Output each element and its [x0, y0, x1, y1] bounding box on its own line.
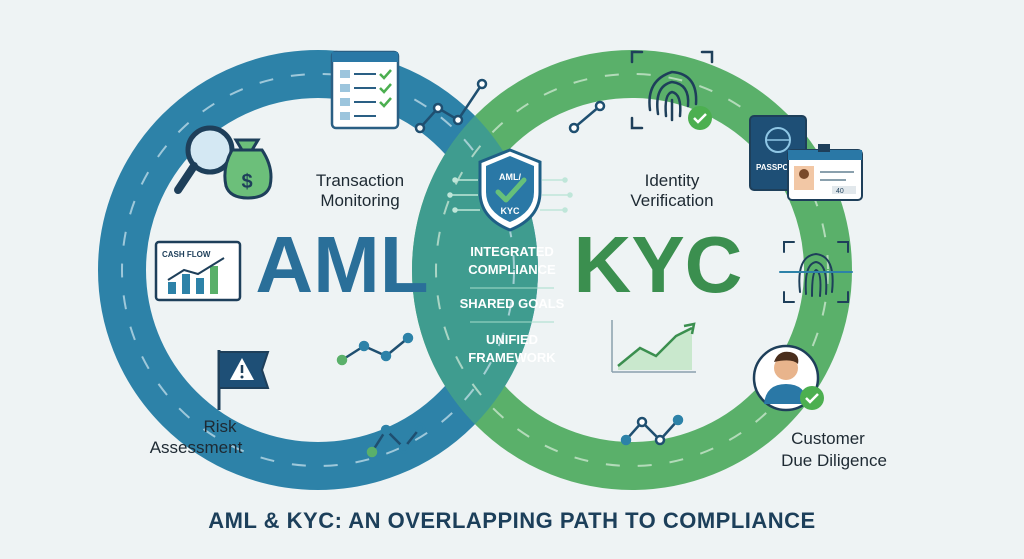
fingerprint-icon — [630, 50, 714, 130]
kyc-sublabel-line-2: Verification — [630, 191, 713, 210]
checklist-document-icon — [330, 50, 400, 130]
kyc-sublabel-line-1: Identity — [645, 171, 700, 190]
aml-label: AML — [255, 220, 428, 309]
line-graph-icon-bottom-right — [620, 414, 684, 446]
check-badge-icon — [688, 106, 712, 130]
aml-sublabel-line-2: Monitoring — [320, 191, 399, 210]
magnifier-icon — [174, 125, 235, 194]
line-graph-icon — [414, 78, 488, 134]
cash-flow-label: CASH FLOW — [162, 250, 211, 259]
cdd-label-line-2: Due Diligence — [781, 451, 887, 470]
check-badge-icon-avatar — [800, 386, 824, 410]
badge-line-2: KYC — [500, 206, 520, 216]
id-card-icon — [787, 144, 863, 201]
circuit-lines-decoration — [447, 177, 573, 213]
money-bag-icon: $ — [223, 138, 273, 200]
overlap-item-3-line-2: FRAMEWORK — [468, 350, 556, 365]
overlap-item-2: SHARED GOALS — [460, 296, 565, 311]
overlap-item-1-line-2: COMPLIANCE — [468, 262, 556, 277]
badge-line-1: AML/ — [499, 172, 521, 182]
risk-label-line-2: Assessment — [150, 438, 243, 457]
shield-icon — [478, 148, 542, 232]
passport-label: PASSPO — [756, 163, 789, 172]
line-graph-icon-small — [568, 100, 606, 134]
overlap-item-1-line-1: INTEGRATED — [470, 244, 554, 259]
fingerprint-scan-icon — [779, 241, 853, 303]
cash-flow-chart-icon — [154, 240, 242, 302]
line-graph-icon-bottom-left — [366, 422, 426, 458]
id-card-number: 40 — [836, 188, 844, 195]
warning-flag-icon — [217, 350, 270, 410]
aml-sublabel-line-1: Transaction — [316, 171, 404, 190]
line-graph-icon-aml — [336, 332, 414, 366]
kyc-label: KYC — [574, 220, 743, 309]
page-title: AML & KYC: AN OVERLAPPING PATH TO COMPLI… — [208, 508, 815, 533]
cdd-label-line-1: Customer — [791, 429, 865, 448]
trend-chart-icon — [611, 320, 696, 373]
risk-label-line-1: Risk — [203, 417, 237, 436]
overlap-item-3-line-1: UNIFIED — [486, 332, 538, 347]
svg-text:$: $ — [241, 171, 252, 193]
